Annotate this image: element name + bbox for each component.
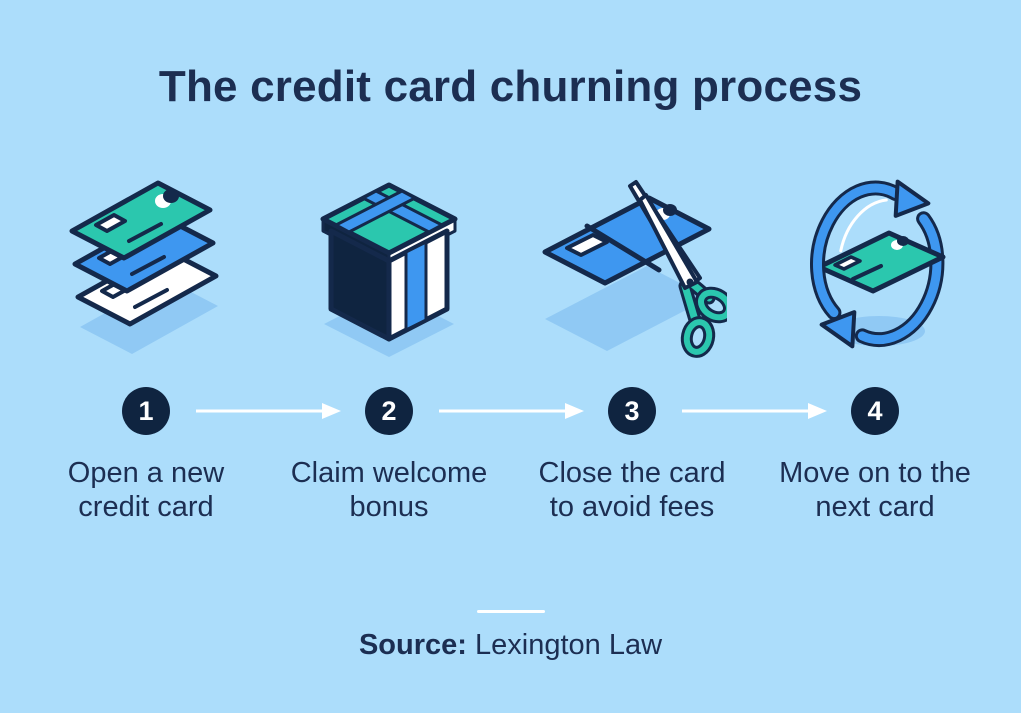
page-title: The credit card churning process xyxy=(158,62,863,111)
step-1-icon-cell xyxy=(25,178,268,360)
step-3-label: Close the card to avoid fees xyxy=(538,457,726,523)
arrow-right-icon xyxy=(682,403,827,419)
step-number-badge-4: 4 xyxy=(851,387,899,435)
gift-box-icon xyxy=(320,182,458,357)
step-4-label: Move on to the next card xyxy=(779,457,971,523)
step-1-label: Open a new credit card xyxy=(67,457,225,523)
arrow-right-icon xyxy=(439,403,584,419)
source-value: Lexington Law xyxy=(475,629,663,661)
step-number-badge-2: 2 xyxy=(365,387,413,435)
step-number: 4 xyxy=(867,395,883,426)
arrow-right-icon xyxy=(196,403,341,419)
footer-divider xyxy=(476,610,545,613)
source-attribution: Source: Lexington Law xyxy=(0,629,1021,662)
step-number: 1 xyxy=(138,395,154,426)
step-number-badge-1: 1 xyxy=(122,387,170,435)
card-renewal-cycle-icon xyxy=(810,179,946,349)
step-icons-row xyxy=(0,178,1021,360)
step-4-icon-cell xyxy=(754,178,997,360)
step-number: 3 xyxy=(624,395,640,426)
process-flow-row: 1 2 3 4 xyxy=(0,387,1021,435)
step-2-label: Claim welcome bonus xyxy=(290,457,488,523)
scissors-cutting-card-icon xyxy=(542,180,727,358)
step-3-icon-cell xyxy=(511,178,754,360)
step-labels-row: Open a new credit card Claim welcome bon… xyxy=(0,456,1021,524)
step-number-badge-3: 3 xyxy=(608,387,656,435)
stacked-credit-cards-icon xyxy=(69,180,219,354)
step-2-icon-cell xyxy=(268,178,511,360)
source-label: Source: xyxy=(358,629,467,661)
step-number: 2 xyxy=(381,395,397,426)
